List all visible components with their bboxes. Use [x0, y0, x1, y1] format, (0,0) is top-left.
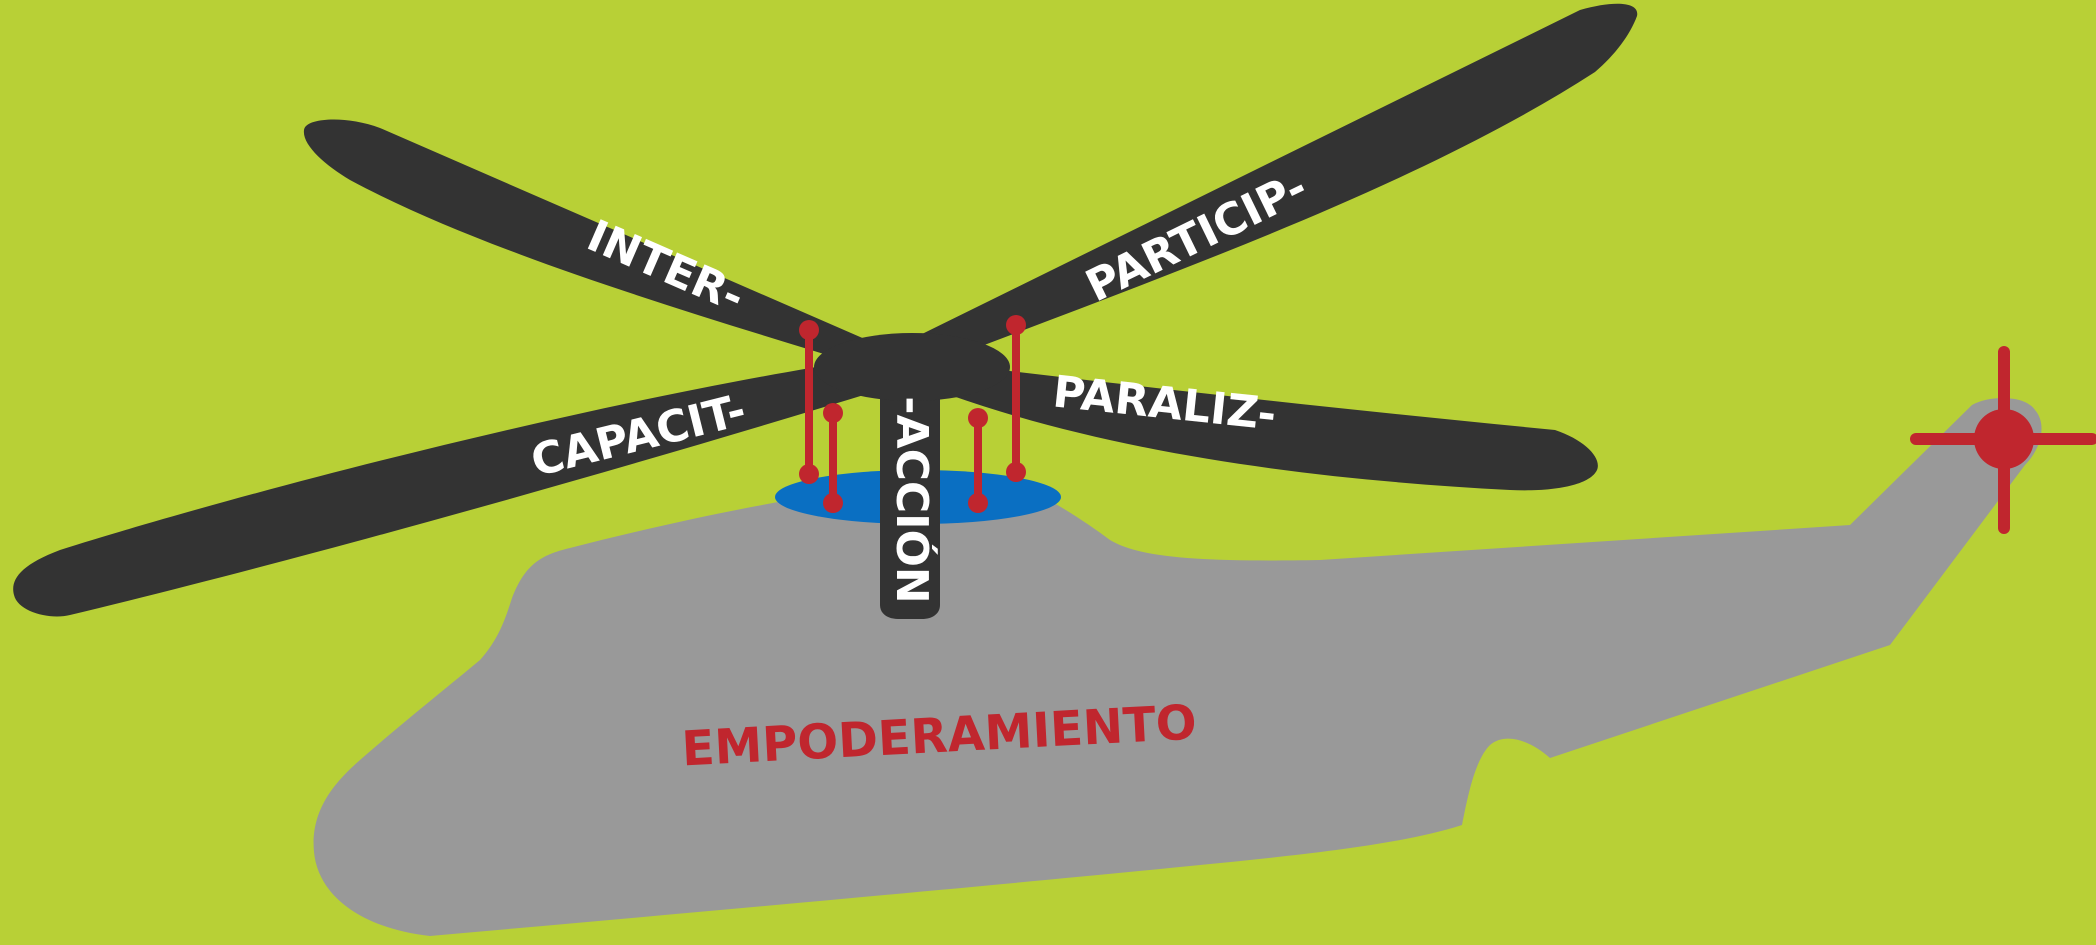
blade-paraliz [950, 365, 1598, 491]
fuselage [313, 398, 2042, 936]
strut-3-bottom-joint [968, 493, 988, 513]
strut-4-bottom-joint [1006, 462, 1026, 482]
blade-label-accion: -ACCIÓN [886, 396, 939, 604]
strut-2-top-joint [823, 403, 843, 423]
blade-accion [880, 380, 940, 619]
strut-3-top-joint [968, 408, 988, 428]
blade-capacit [13, 360, 881, 617]
tail-rotor-hub [1974, 409, 2034, 469]
strut-1-top-joint [799, 320, 819, 340]
strut-1-bottom-joint [799, 464, 819, 484]
rotor-hub [814, 333, 1010, 401]
blade-inter [303, 119, 890, 365]
blade-particip [920, 3, 1638, 360]
strut-4-top-joint [1006, 315, 1026, 335]
rotor-struts [799, 315, 1026, 513]
strut-2-bottom-joint [823, 493, 843, 513]
tail-rotor [1910, 346, 2096, 534]
